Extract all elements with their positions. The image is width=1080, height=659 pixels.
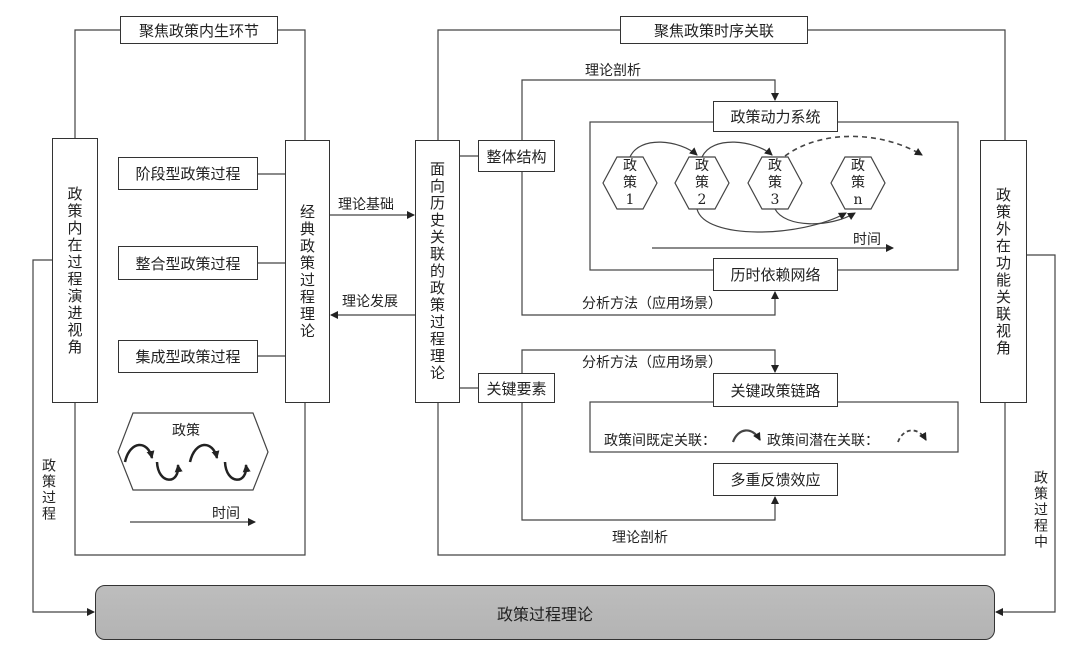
established-link-label: 政策间既定关联：: [604, 433, 716, 449]
policy-hexagon-label: 政策: [172, 423, 200, 439]
stage-policy-process: 阶段型政策过程: [118, 157, 258, 190]
right-time-label: 时间: [853, 232, 881, 248]
key-policy-chain: 关键政策链路: [713, 373, 838, 407]
historical-association-theory: 面向历史关联的政策过程理论: [415, 140, 460, 403]
policy-process-theory: 政策过程理论: [95, 585, 995, 640]
right-panel-title: 聚焦政策时序关联: [620, 16, 808, 44]
integrated-policy-process: 整合型政策过程: [118, 246, 258, 280]
overall-structure: 整体结构: [478, 140, 555, 172]
theory-basis-label: 理论基础: [338, 197, 394, 213]
diachronic-dependency-network: 历时依赖网络: [713, 258, 838, 291]
method-label-upper: 分析方法（应用场景）: [582, 296, 722, 312]
right-frame-bottom: [437, 403, 1006, 556]
right-process-label: 政策过程中: [1032, 470, 1048, 550]
left-process-label: 政策过程: [40, 458, 56, 522]
left-time-label: 时间: [212, 506, 240, 522]
cycle-arrows: [123, 443, 251, 481]
left-frame-bottom: [74, 403, 306, 556]
bottom-analysis-label: 理论剖析: [612, 530, 668, 546]
key-elements: 关键要素: [478, 373, 555, 403]
top-analysis-label: 理论剖析: [585, 63, 641, 79]
potential-link-label: 政策间潜在关联：: [767, 433, 879, 449]
theory-development-label: 理论发展: [342, 294, 398, 310]
external-function-perspective: 政策外在功能关联视角: [980, 140, 1027, 403]
synthesized-policy-process: 集成型政策过程: [118, 340, 258, 373]
internal-process-perspective: 政策内在过程演进视角: [52, 138, 98, 403]
policy-dynamic-system: 政策动力系统: [713, 101, 838, 132]
multiple-feedback-effect: 多重反馈效应: [713, 463, 838, 496]
left-frame-top: [74, 29, 306, 143]
policy-hexagon-shape: [117, 412, 269, 491]
left-panel-title: 聚焦政策内生环节: [120, 16, 278, 44]
classic-policy-process-theory: 经典政策过程理论: [285, 140, 330, 403]
method-label-lower: 分析方法（应用场景）: [582, 355, 722, 371]
